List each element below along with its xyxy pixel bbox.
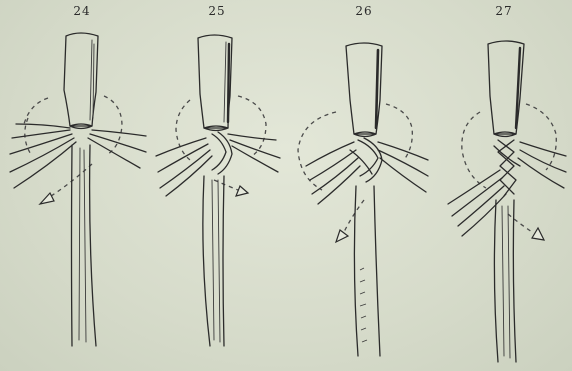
figure-step-26: [298, 43, 428, 356]
figure-step-27: [448, 41, 566, 362]
figure-step-24: [10, 33, 146, 346]
tail-hatching: [360, 268, 367, 342]
figure-step-25: [156, 35, 280, 346]
